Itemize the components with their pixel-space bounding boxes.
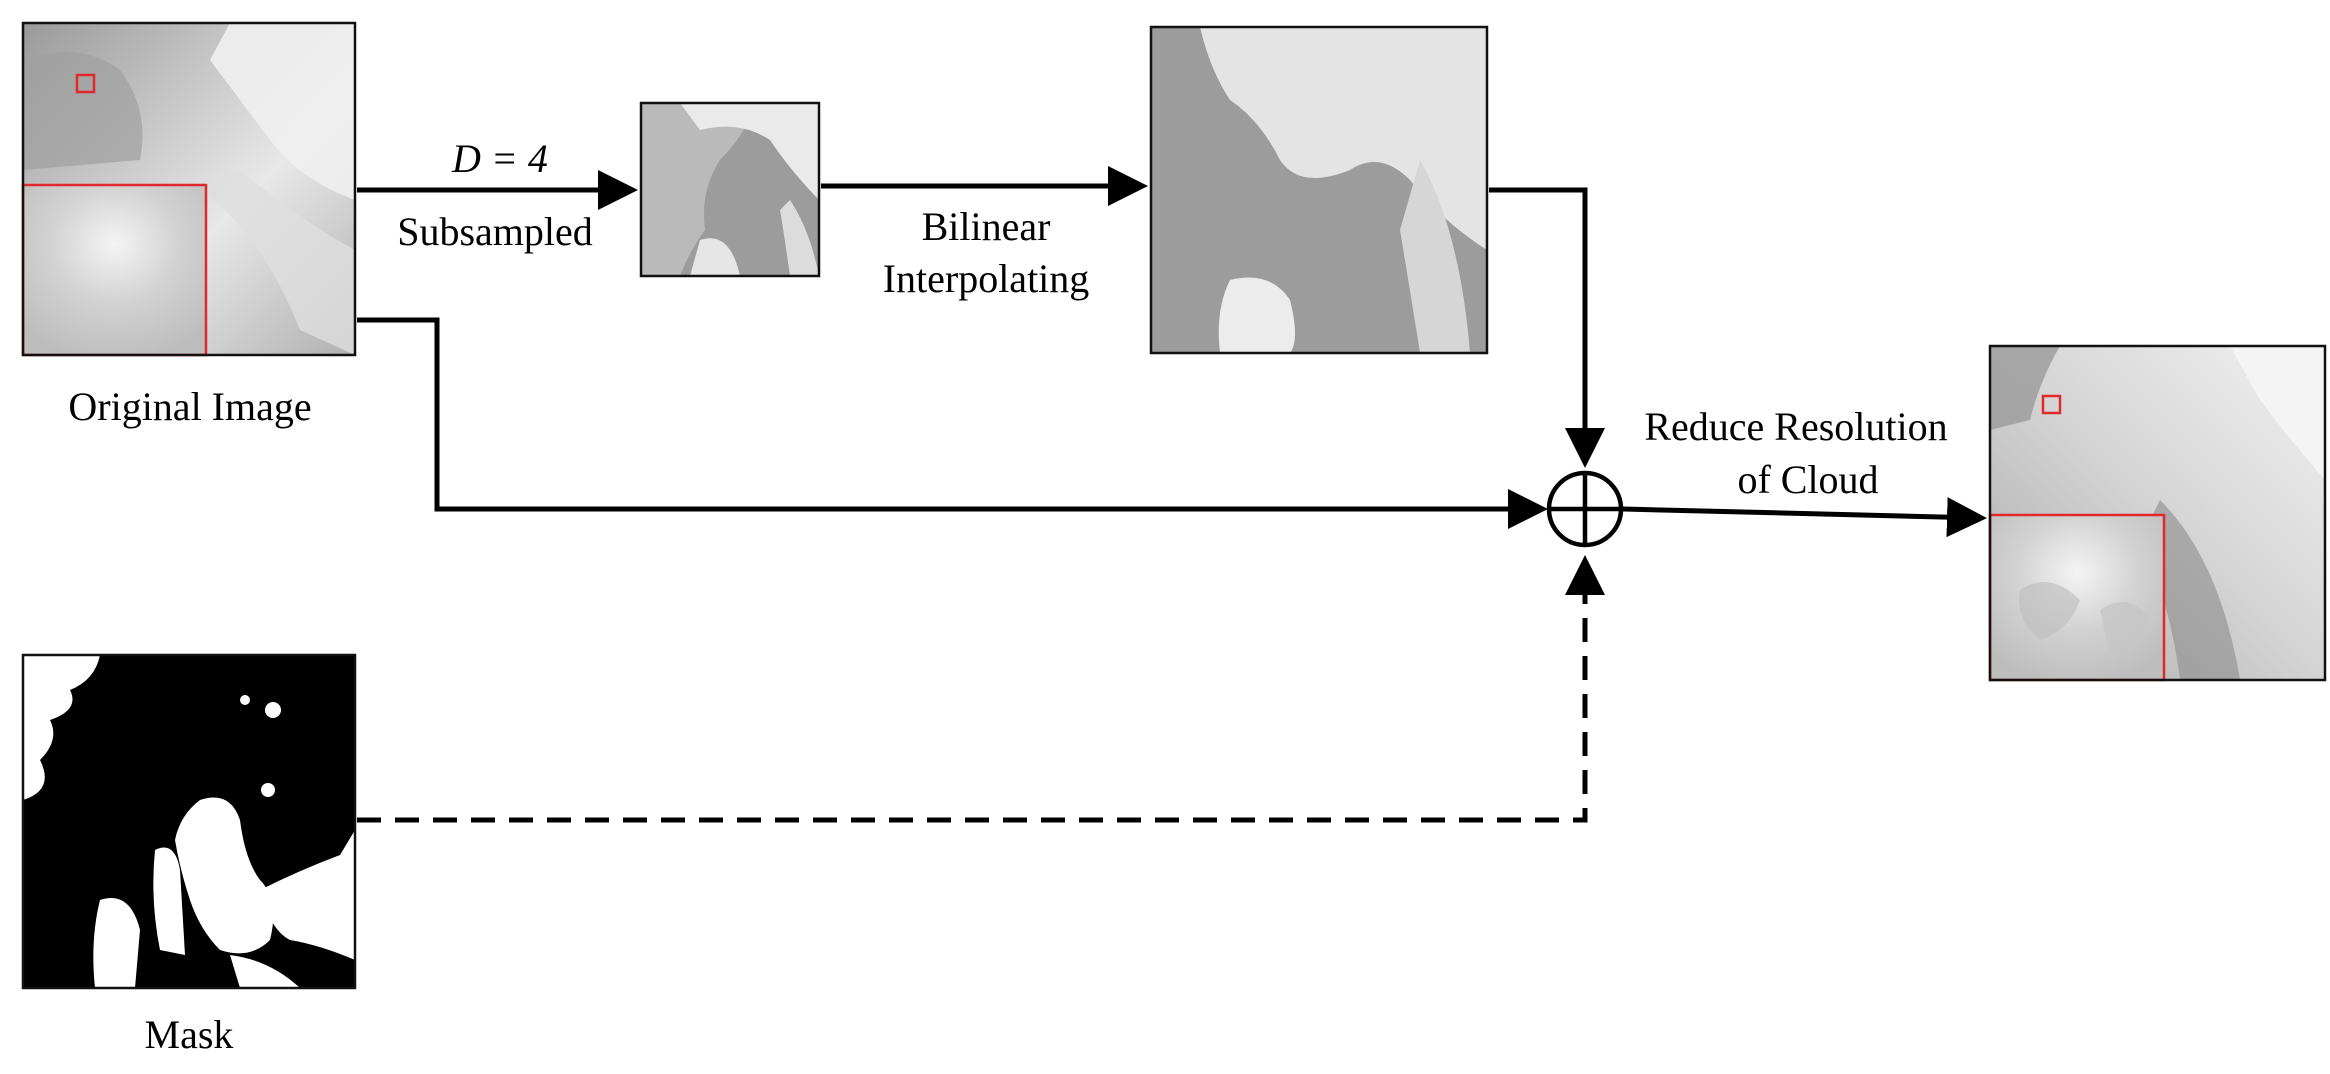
reduce-label-line1: Reduce Resolution — [1644, 404, 1947, 449]
interpolated-to-combine-arrow — [1489, 187, 1605, 468]
mask-panel — [21, 653, 357, 990]
output-image-panel — [1988, 344, 2327, 682]
reduce-label-line2: of Cloud — [1737, 457, 1878, 502]
subsampled-image-panel — [639, 101, 821, 278]
bilinear-label-line1: Bilinear — [922, 204, 1051, 249]
original-image-label: Original Image — [68, 384, 311, 429]
interpolated-image-frame — [1149, 25, 1489, 355]
mask-to-combine-arrow — [357, 555, 1605, 823]
original-image-frame — [21, 21, 357, 357]
interpolated-image-panel — [1149, 25, 1489, 355]
original-to-combine-arrow — [357, 317, 1548, 529]
combine-plus-icon — [1546, 470, 1624, 548]
output-image-frame — [1988, 344, 2327, 682]
output-zoom-source-box — [2041, 394, 2062, 415]
zoom-source-box — [75, 73, 96, 94]
subsample-factor-label: D = 4 — [451, 136, 548, 181]
bilinear-label-line2: Interpolating — [883, 256, 1090, 301]
subsampled-label: Subsampled — [397, 209, 593, 254]
subsampled-image-frame — [639, 101, 821, 278]
original-image-panel — [21, 21, 357, 357]
mask-label: Mask — [145, 1012, 234, 1057]
mask-frame — [21, 653, 357, 990]
combine-to-output-arrow — [1622, 497, 1987, 538]
